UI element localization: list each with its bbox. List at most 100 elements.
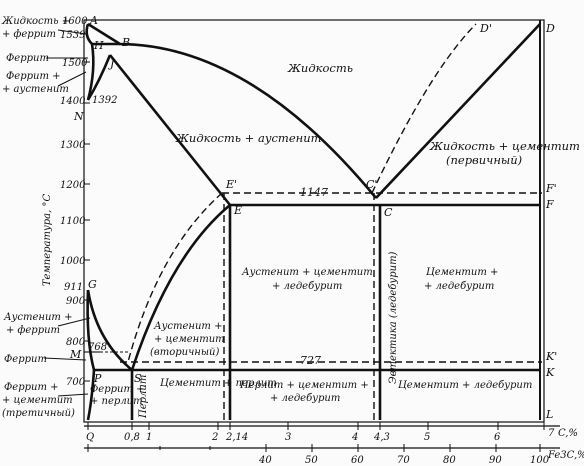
line-es — [130, 204, 231, 371]
region-liquid-cementite-2: (первичный) — [446, 153, 522, 167]
fe3c-tick-70: 70 — [397, 455, 410, 466]
fe3c-tick-40: 40 — [258, 455, 272, 466]
fe3c-axis-ticks — [87, 444, 541, 452]
temp-tick-1300: 1300 — [60, 140, 86, 151]
left-ferrite-cementite-1: Феррит + — [4, 382, 59, 393]
point-P: P — [93, 372, 102, 385]
temp-tick-700: 700 — [66, 377, 86, 388]
region-cem-led-low: Цементит + ледебурит — [398, 380, 532, 391]
region-eutectic-vertical: Эвтектика (ледебурит) — [388, 251, 399, 384]
point-G: G — [88, 278, 97, 291]
left-liquid-ferrite-2: + феррит — [2, 29, 56, 40]
carbon-tick-2: 2 — [211, 432, 218, 443]
point-J: J — [108, 57, 115, 70]
point-A: A — [89, 14, 98, 27]
y-axis-title: Температура, °C — [42, 194, 53, 287]
point-N: N — [73, 110, 84, 123]
point-F: F — [545, 198, 554, 211]
point-H: H — [93, 39, 104, 52]
left-ferrite-cementite-3: (третичный) — [2, 408, 75, 419]
region-ferrite-pearlite-1: Феррит + — [90, 384, 145, 395]
region-aust-sec-2: + цементит — [154, 334, 225, 345]
region-liquid: Жидкость — [287, 61, 353, 75]
fe3c-tick-80: 80 — [443, 455, 456, 466]
fe3c-axis-unit: Fe3C,% — [547, 450, 584, 461]
point-L: L — [545, 408, 553, 421]
point-E: E — [233, 204, 242, 217]
liquidus-cd — [375, 23, 541, 199]
fe3c-tick-50: 50 — [305, 455, 318, 466]
delta-ah — [85, 23, 93, 45]
dashed-eprime-s — [127, 192, 223, 363]
left-austenite-ferrite-2: + феррит — [6, 325, 60, 336]
temp-tick-900: 900 — [66, 296, 86, 307]
region-aust-cem-led-2: + ледебурит — [272, 281, 342, 292]
temp-768: 768 — [88, 342, 107, 353]
diagram-frame — [83, 19, 545, 423]
region-ferrite-pearlite-2: + перлит — [90, 396, 143, 407]
carbon-tick-4: 4 — [351, 432, 358, 443]
region-cem-led-2: + ледебурит — [424, 281, 494, 292]
point-D-prime: D' — [479, 22, 492, 35]
carbon-tick-43: 4,3 — [373, 432, 390, 443]
region-aust-sec-3: (вторичный) — [150, 347, 219, 358]
left-liquid-ferrite-1: Жидкость + — [1, 16, 70, 27]
dashed-cprime-dprime — [371, 23, 477, 194]
left-ferrite-austenite-2: + аустенит — [2, 84, 69, 95]
carbon-tick-7: 7 — [548, 428, 555, 439]
left-austenite-ferrite-1: Аустенит + — [3, 312, 72, 323]
line-gp — [86, 289, 96, 371]
point-C: C — [384, 206, 393, 219]
liquidus-abc — [87, 22, 378, 199]
region-liquid-austenite: Жидкость + аустенит — [175, 131, 322, 145]
solidus-je — [108, 54, 232, 206]
fe3c-tick-60: 60 — [351, 455, 364, 466]
fe3c-tick-100: 100 — [530, 455, 550, 466]
temp-tick-1500: 1500 — [62, 58, 88, 69]
point-B: B — [121, 36, 130, 49]
carbon-tick-5: 5 — [424, 432, 430, 443]
label-727: 727 — [300, 354, 321, 367]
left-ferrite-top: Феррит — [6, 53, 49, 64]
point-K: K — [545, 366, 555, 379]
region-cem-pearlite: Цементит + перлит — [160, 378, 277, 389]
temp-tick-800: 800 — [66, 337, 86, 348]
delta-nj — [86, 54, 112, 101]
temp-911: 911 — [64, 282, 83, 293]
fe3c-tick-90: 90 — [489, 455, 502, 466]
delta-nh — [86, 43, 95, 101]
temp-1539: 1539 — [60, 30, 86, 41]
region-pearl-cem-led-2: + ледебурит — [270, 393, 340, 404]
line-pq — [86, 369, 96, 421]
temp-tick-1400: 1400 — [60, 96, 86, 107]
region-aust-sec-1: Аустенит + — [153, 321, 222, 332]
carbon-tick-08: 0,8 — [124, 432, 140, 443]
carbon-axis-ticks — [87, 422, 545, 430]
label-1147: 1147 — [300, 186, 328, 199]
temp-tick-1100: 1100 — [60, 216, 86, 227]
carbon-tick-3: 3 — [285, 432, 291, 443]
region-aust-cem-led-1: Аустенит + цементит — [241, 267, 373, 278]
phase-lines — [85, 20, 541, 421]
carbon-tick-6: 6 — [494, 432, 501, 443]
left-pointers — [43, 29, 91, 397]
left-ferrite-cementite-2: + цементит — [2, 395, 73, 406]
point-S: S — [134, 372, 142, 385]
carbon-tick-214: 2,14 — [225, 432, 248, 443]
left-ferrite-austenite-1: Феррит + — [6, 71, 61, 82]
temp-1392: 1392 — [92, 95, 117, 106]
point-D: D — [545, 22, 555, 35]
temp-tick-1000: 1000 — [60, 256, 86, 267]
dashed-stable-lines — [120, 23, 542, 420]
carbon-tick-Q: Q — [86, 432, 94, 443]
left-ferrite-low: Феррит — [4, 354, 47, 365]
point-F-prime: F' — [545, 182, 557, 195]
line-gs — [86, 289, 133, 371]
region-pearlite-vertical: Перлит — [138, 375, 149, 419]
region-pearl-cem-led-1: Перлит + цементит + — [239, 380, 369, 391]
point-K-prime: K' — [545, 350, 557, 363]
carbon-tick-1: 1 — [146, 432, 152, 443]
temp-tick-1600: 1600 — [62, 16, 88, 27]
temp-tick-1200: 1200 — [60, 180, 86, 191]
